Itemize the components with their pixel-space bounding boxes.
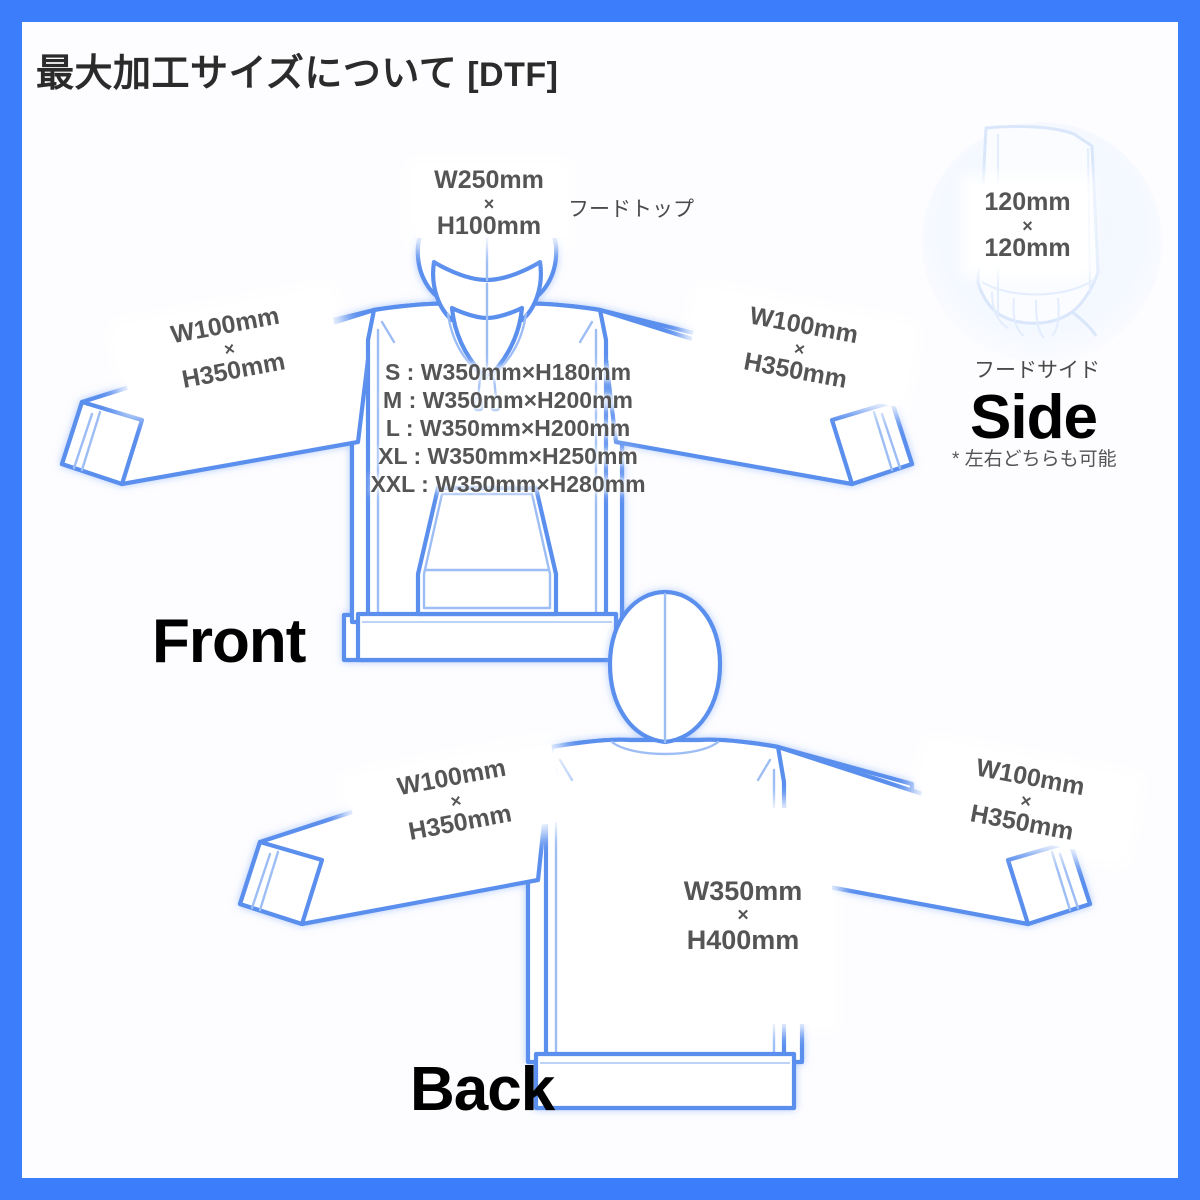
front-size-l: L : W350mm×H200mm [385, 415, 631, 442]
side-hood-size-patch: 120mm × 120mm [970, 184, 1085, 268]
front-size-xxl: XXL : W350mm×H280mm [370, 471, 646, 498]
side-view-label: Side [970, 383, 1098, 452]
front-chest-size-list: S : W350mm×H180mm M : W350mm×H200mm L : … [352, 358, 664, 498]
back-view-label: Back [410, 1055, 555, 1124]
page-title-tag: [DTF] [467, 56, 559, 94]
hood-side-caption: フードサイド [974, 359, 1100, 382]
front-hoodie-illustration [59, 191, 915, 663]
side-hood-height: 120mm [984, 234, 1071, 263]
side-hood-width: 120mm [984, 188, 1071, 217]
side-note: * 左右どちらも可能 [952, 449, 1117, 470]
front-size-xl: XL : W350mm×H250mm [378, 443, 638, 470]
side-hood-times: × [1022, 215, 1033, 236]
hood-top-caption: フードトップ [568, 198, 694, 221]
front-view-label: Front [152, 607, 306, 676]
page-title-text: 最大加工サイズについて [36, 53, 458, 95]
page-title: 最大加工サイズについて[DTF] [36, 42, 558, 97]
back-panel-height: H400mm [686, 924, 800, 955]
back-panel-size-patch: W350mm × H400mm [654, 808, 832, 1024]
poster-canvas: 最大加工サイズについて[DTF] [22, 22, 1178, 1178]
front-hoodtop-width: W250mm [434, 166, 544, 195]
side-hood-circle: 120mm × 120mm [922, 122, 1162, 362]
front-hoodtop-height: H100mm [436, 212, 542, 241]
front-size-s: S : W350mm×H180mm [384, 359, 632, 385]
front-hoodtop-times: × [483, 193, 495, 214]
front-hoodtop-size-patch: W250mm × H100mm [416, 166, 562, 241]
back-panel-times: × [737, 904, 749, 927]
back-panel-width: W350mm [683, 875, 803, 906]
front-size-m: M : W350mm×H200mm [383, 387, 633, 414]
